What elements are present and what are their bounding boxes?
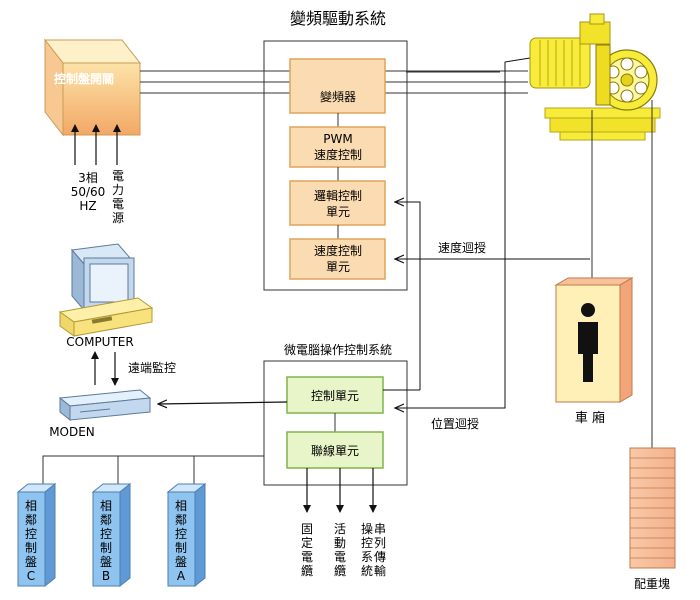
neighbor-panel-char: 制 — [175, 541, 187, 555]
neighbor-panel-id: A — [177, 569, 186, 583]
speed-feedback-label: 速度迴授 — [438, 240, 486, 255]
cable-char: 列 — [374, 536, 386, 550]
neighbor-panel-bus — [42, 455, 264, 488]
traction-machine-icon — [529, 13, 661, 141]
power-source-char: 力 — [112, 183, 124, 197]
power-spec-text: 3相 50/60 HZ — [71, 171, 106, 213]
passenger-icon — [578, 303, 598, 382]
neighbor-panel-char: 鄰 — [25, 512, 37, 527]
neighbor-panel-id: B — [102, 569, 110, 583]
microcomputer-system-title: 微電腦操作控制系統 — [284, 342, 392, 357]
computer-icon — [58, 243, 154, 337]
remote-monitor-label: 遠端監控 — [128, 360, 176, 375]
counterweight-label: 配重塊 — [634, 576, 670, 591]
neighbor-panel-char: 制 — [100, 541, 112, 555]
remote-monitor-arrows — [91, 351, 119, 386]
control-panel-label: 控制盤開關 — [54, 71, 114, 86]
position-feedback-label: 位置迴授 — [431, 416, 479, 431]
power-source-char: 電 — [112, 169, 124, 183]
neighbor-panel-char: 控 — [100, 527, 112, 541]
cable-output-arrows — [303, 468, 377, 513]
speed-control-label: 速度控制 — [314, 243, 362, 258]
inverter-label: 變頻器 — [320, 89, 356, 104]
neighbor-panel-char: 相 — [100, 499, 112, 513]
computer-label: COMPUTER — [66, 335, 133, 349]
logic-feedback-line — [383, 202, 421, 391]
control-unit-block: 控制單元 — [286, 376, 384, 414]
neighbor-panel-char: 相 — [175, 499, 187, 513]
pwm-speed-control-label: 速度控制 — [314, 147, 362, 162]
power-hz-label: HZ — [79, 199, 96, 213]
neighbor-panel-a: 相 鄰 控 制 盤 A — [166, 482, 207, 588]
speed-unit-label: 單元 — [326, 260, 350, 274]
cable-char: 輸 — [374, 563, 386, 578]
neighbor-panel-char: 控 — [25, 527, 37, 541]
modem-icon — [58, 389, 152, 422]
neighbor-panel-char: 制 — [25, 541, 37, 555]
neighbor-panel-id: C — [27, 569, 35, 583]
position-feedback-line — [395, 57, 531, 408]
neighbor-panel-b: 相 鄰 控 制 盤 B — [91, 482, 132, 588]
modem-label: MODEN — [49, 425, 95, 439]
neighbor-panel-char: 鄰 — [175, 512, 187, 527]
cable-char: 傳 — [374, 550, 386, 564]
cable-char: 統 — [361, 564, 373, 578]
hoist-ropes — [591, 100, 653, 448]
power-source-label: 電 力 電 源 — [112, 169, 124, 225]
power-source-char: 電 — [112, 197, 124, 211]
neighbor-panel-char: 盤 — [100, 555, 112, 569]
power-frequency-label: 50/60 — [71, 185, 106, 199]
logic-control-label: 邏輯控制 — [314, 189, 362, 203]
neighbor-panel-char: 相 — [25, 499, 37, 513]
cable-char: 活 — [334, 522, 346, 536]
power-phase-label: 3相 — [78, 171, 98, 185]
logic-control-block: 邏輯控制 單元 — [289, 180, 386, 226]
control-panel: 控制盤開關 — [43, 38, 142, 137]
cable-char: 電 — [334, 550, 346, 564]
pwm-speed-control-block: PWM 速度控制 — [289, 126, 386, 168]
cable-char: 串 — [374, 522, 386, 536]
control-to-modem-line — [158, 402, 288, 404]
inverter-block: 變頻器 — [289, 58, 386, 114]
neighbor-panel-char: 盤 — [25, 555, 37, 569]
link-unit-label: 聯線單元 — [311, 443, 359, 458]
cable-char: 纜 — [301, 564, 313, 578]
link-unit-block: 聯線單元 — [286, 431, 384, 469]
pwm-label: PWM — [323, 132, 352, 146]
control-unit-label: 控制單元 — [311, 389, 359, 403]
neighbor-panel-char: 鄰 — [100, 512, 112, 527]
counterweight — [629, 447, 676, 569]
cable-char: 電 — [301, 550, 313, 564]
cable-char: 控 — [361, 536, 373, 550]
cable-char: 定 — [301, 535, 313, 550]
neighbor-panel-char: 控 — [175, 527, 187, 541]
inverter-system-title: 變頻驅動系統 — [290, 9, 386, 28]
power-source-char: 源 — [112, 211, 124, 225]
cable-labels: 固 定 電 纜 活 動 電 纜 操 控 系 統 串 列 傳 輸 — [301, 521, 386, 578]
logic-unit-label: 單元 — [326, 205, 350, 219]
cable-char: 固 — [301, 522, 313, 536]
cable-char: 操 — [361, 521, 373, 536]
cable-char: 纜 — [334, 564, 346, 578]
cable-char: 系 — [361, 550, 373, 564]
elevator-car — [554, 277, 634, 403]
neighbor-panel-char: 盤 — [175, 555, 187, 569]
power-input-arrows — [71, 124, 121, 165]
elevator-car-label: 車 廂 — [575, 410, 605, 426]
power-feed-lines — [140, 70, 528, 94]
cable-char: 動 — [334, 536, 346, 550]
speed-control-block: 速度控制 單元 — [289, 238, 386, 280]
neighbor-panel-c: 相 鄰 控 制 盤 C — [16, 482, 57, 588]
